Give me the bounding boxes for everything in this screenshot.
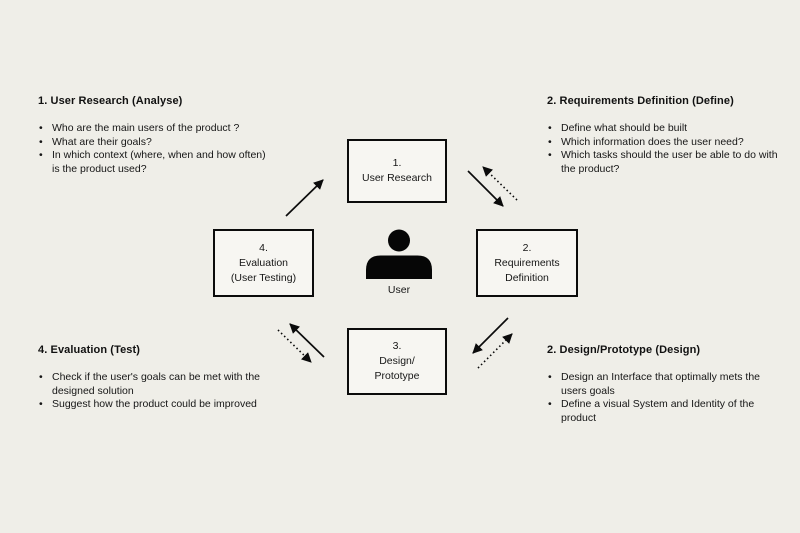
bullet-item: Who are the main users of the product ?: [38, 122, 266, 136]
bullet-item: What are their goals?: [38, 136, 266, 150]
note-heading: 2. Requirements Definition (Define): [547, 95, 734, 107]
arrow-design-to-requirements-dotted: [477, 333, 513, 369]
arrow-evaluation-to-research: [285, 179, 324, 217]
user-label: User: [387, 284, 411, 296]
process-box-requirements-definition: 2. Requirements Definition: [476, 229, 578, 297]
note-heading: 1. User Research (Analyse): [38, 95, 183, 107]
bullet-item: Check if the user's goals can be met wit…: [38, 371, 260, 398]
arrow-research-to-requirements: [467, 170, 504, 207]
process-box-design-prototype: 3. Design/ Prototype: [347, 328, 447, 395]
box-number: 3.: [392, 340, 402, 352]
person-icon: [366, 229, 432, 279]
arrow-requirements-to-research-dotted: [482, 166, 518, 201]
user-figure: User: [362, 229, 436, 296]
bullet-item: In which context (where, when and how of…: [38, 149, 266, 176]
box-label: Prototype: [374, 370, 420, 382]
note-heading: 2. Design/Prototype (Design): [547, 344, 701, 356]
note-design-prototype: 2. Design/Prototype (Design) Design an I…: [547, 344, 760, 425]
bullet-item: Design an Interface that optimally mets …: [547, 371, 760, 398]
bullet-list: Design an Interface that optimally mets …: [547, 371, 760, 425]
bullet-list: Who are the main users of the product ? …: [38, 122, 266, 176]
note-user-research: 1. User Research (Analyse) Who are the m…: [38, 95, 266, 176]
note-requirements-definition: 2. Requirements Definition (Define) Defi…: [547, 95, 778, 176]
process-box-evaluation: 4. Evaluation (User Testing): [213, 229, 314, 297]
box-label: Design/: [379, 355, 415, 367]
note-evaluation: 4. Evaluation (Test) Check if the user's…: [38, 344, 260, 412]
bullet-list: Check if the user's goals can be met wit…: [38, 371, 260, 412]
bullet-item: Define a visual System and Identity of t…: [547, 398, 760, 425]
box-number: 1.: [392, 157, 402, 169]
box-label: User Research: [361, 172, 433, 184]
box-label: Requirements: [494, 256, 560, 269]
bullet-item: Suggest how the product could be improve…: [38, 398, 260, 412]
process-box-user-research: 1. User Research: [347, 139, 447, 203]
box-number: 2.: [522, 241, 532, 254]
bullet-item: Define what should be built: [547, 122, 778, 136]
arrow-requirements-to-design: [472, 317, 509, 354]
box-label: Definition: [505, 271, 549, 284]
box-number: 4.: [259, 241, 268, 254]
note-heading: 4. Evaluation (Test): [38, 344, 141, 356]
arrow-design-to-evaluation: [289, 323, 325, 358]
bullet-item: Which information does the user need?: [547, 136, 778, 150]
bullet-list: Define what should be built Which inform…: [547, 122, 778, 176]
box-label: (User Testing): [230, 271, 297, 284]
box-label: Evaluation: [238, 256, 289, 269]
arrow-evaluation-to-design-dotted: [277, 329, 312, 363]
bullet-item: Which tasks should the user be able to d…: [547, 149, 778, 176]
